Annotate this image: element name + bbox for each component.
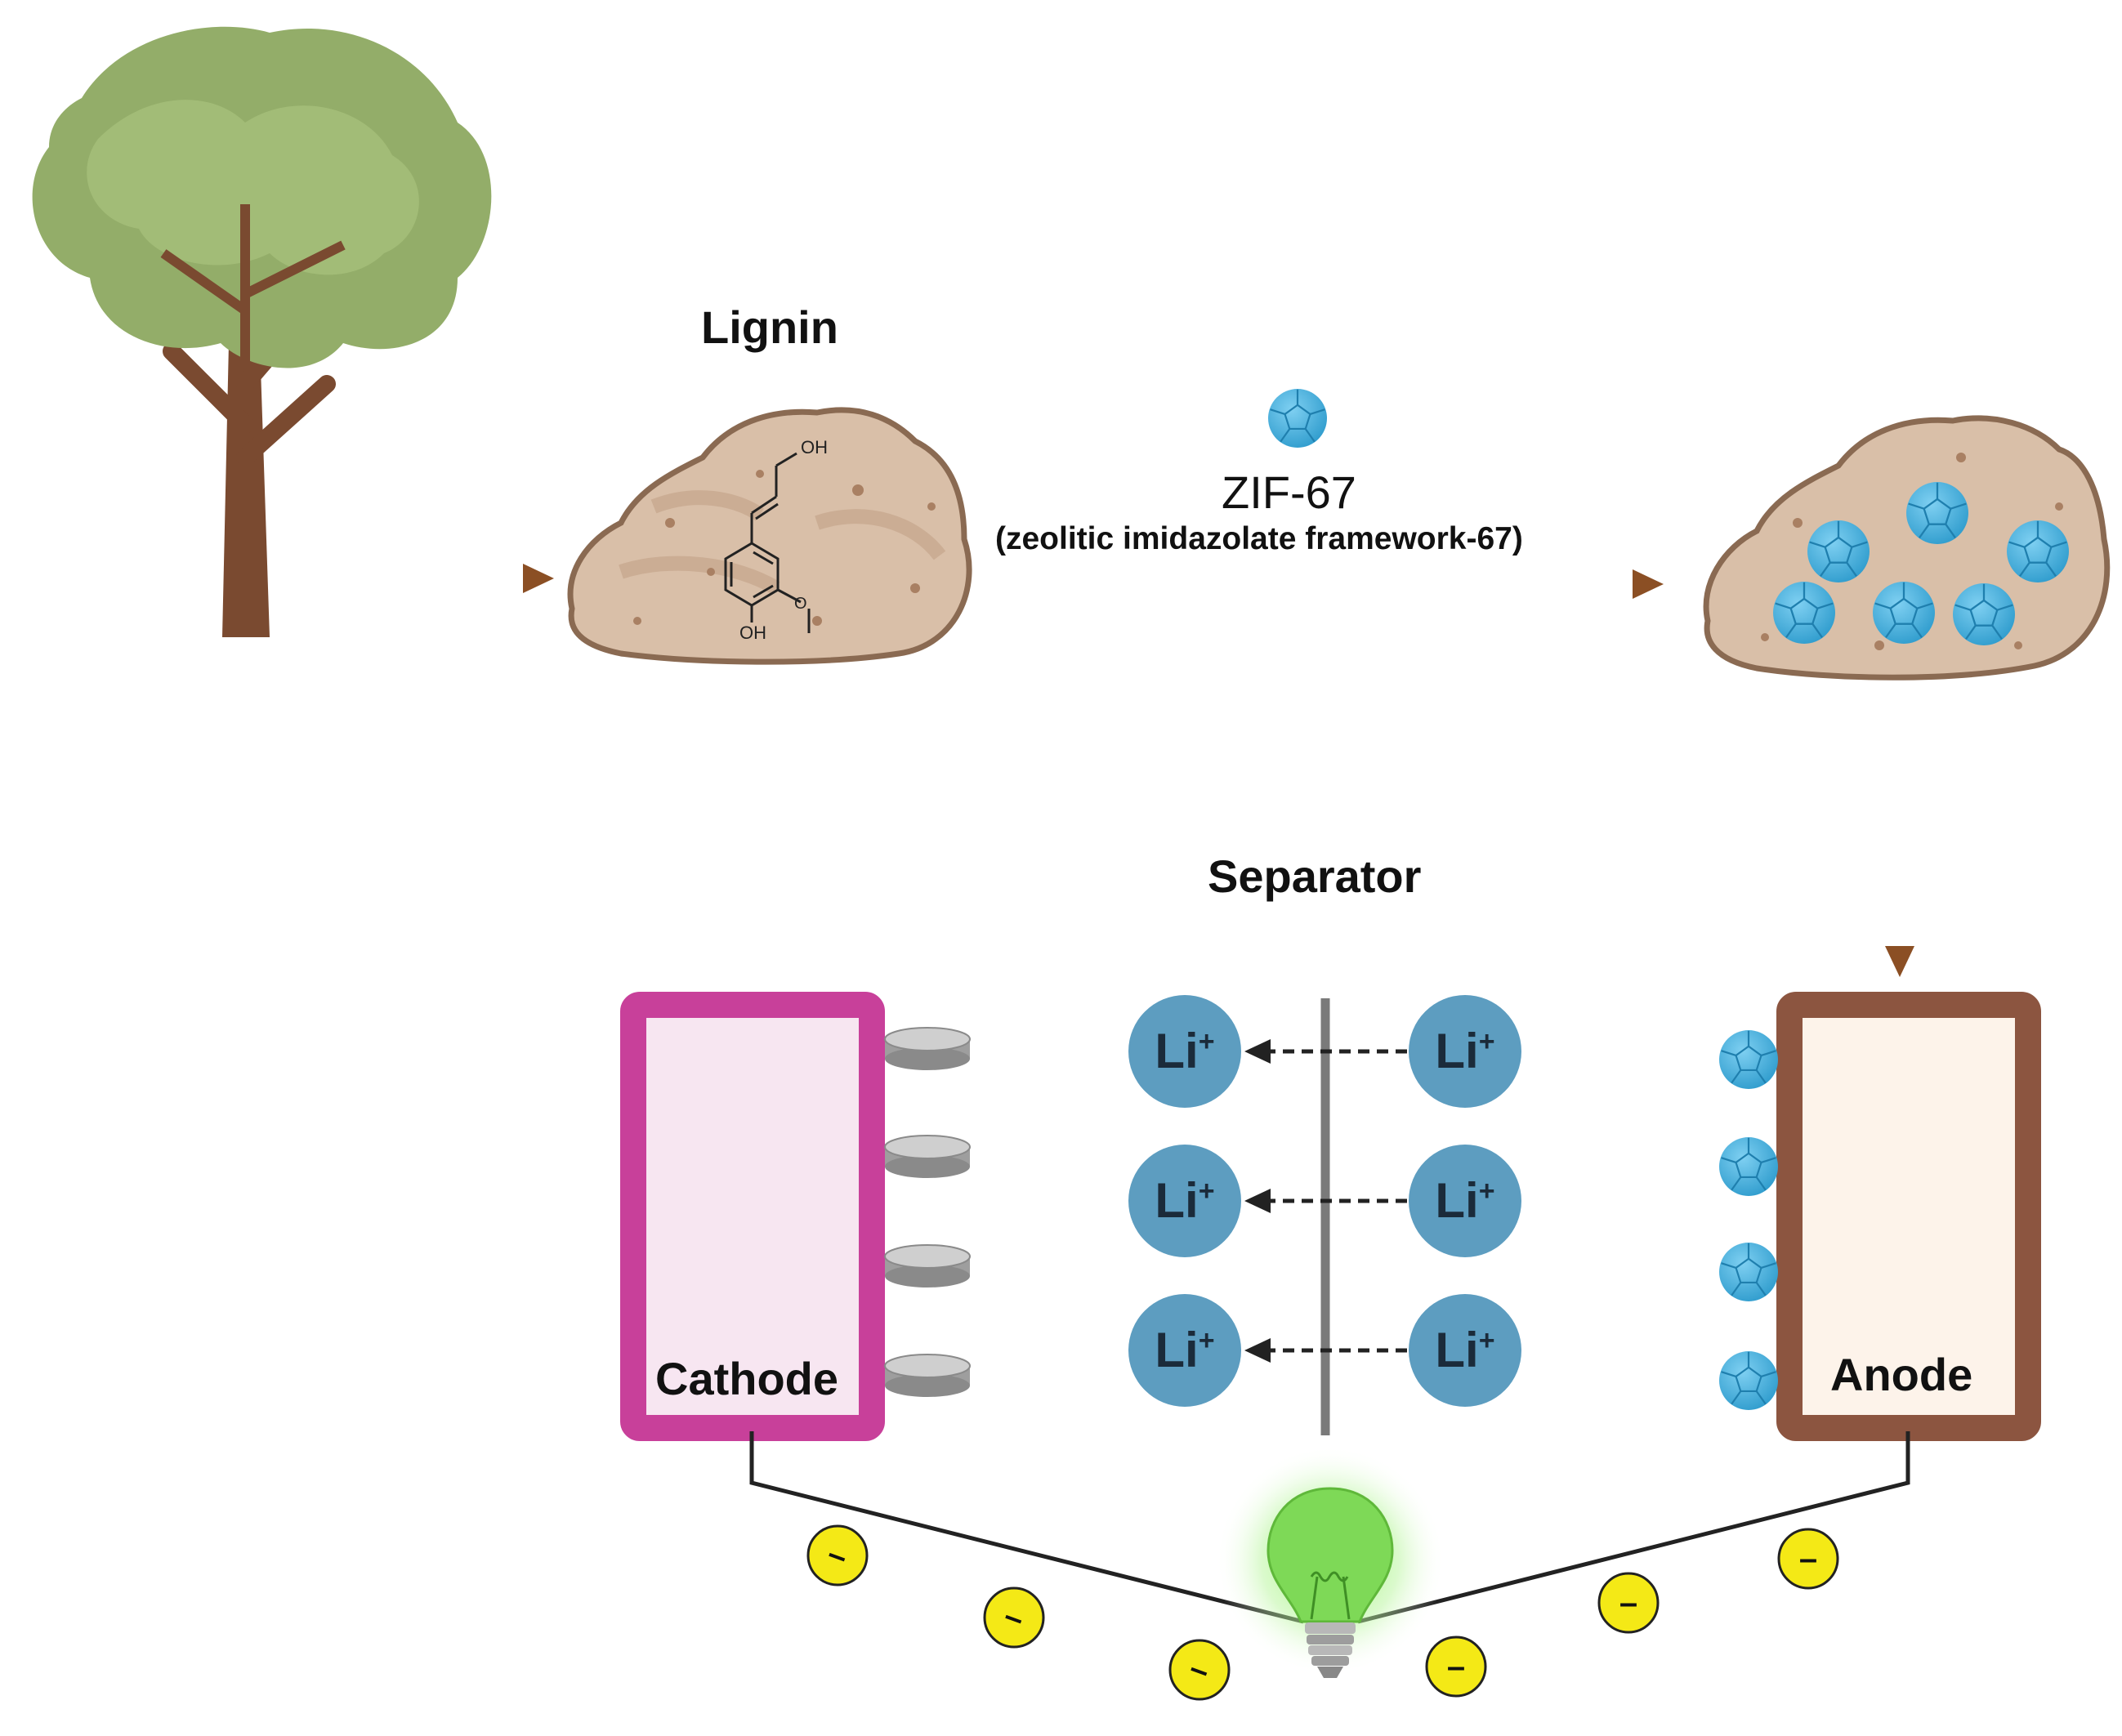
electrons — [806, 1524, 1839, 1701]
zif-67-icon — [1718, 1241, 1780, 1303]
zif-67-icon — [1951, 582, 2017, 647]
arrowhead — [1885, 946, 1914, 977]
cathode-wire — [749, 1431, 1304, 1624]
arrowhead — [1633, 569, 1664, 599]
lignin-label: Lignin — [701, 301, 838, 353]
li-ion-label: Li+ — [1155, 1024, 1215, 1078]
zif-67-icon — [1718, 1350, 1780, 1412]
anode-label: Anode — [1830, 1349, 1973, 1400]
zif-67-icon — [2005, 519, 2071, 584]
electron-label: – — [1619, 1585, 1638, 1621]
lignin-pile-icon: OH OH O — [567, 407, 972, 665]
oh-bottom-text: OH — [739, 623, 766, 643]
ion-flow-arrows — [1266, 1049, 1407, 1353]
electron-label: – — [1446, 1649, 1466, 1685]
zif-67-label: ZIF-67 — [1222, 466, 1356, 518]
arrowhead — [523, 564, 554, 593]
coniferyl-alcohol-structure — [724, 452, 811, 633]
cathode-label: Cathode — [655, 1353, 838, 1404]
li-ion-label: Li+ — [1435, 1173, 1495, 1228]
zif-67-icon — [1905, 480, 1970, 546]
separator-label: Separator — [1208, 850, 1422, 902]
electron-label: – — [1798, 1541, 1818, 1577]
li-ion-label: Li+ — [1435, 1323, 1495, 1377]
tree-icon — [32, 26, 492, 637]
zif-67-fullname-label: (zeolitic imidazolate framework-67) — [995, 521, 1523, 556]
li-ions — [1128, 995, 1521, 1407]
zif-67-icon — [1718, 1136, 1780, 1198]
zif-67-icon — [1266, 387, 1329, 449]
zif-67-icon — [1771, 580, 1837, 645]
svg-text:O: O — [794, 595, 807, 613]
anode-wire — [1357, 1431, 1910, 1624]
anode-electrode — [1776, 992, 2041, 1441]
li-ion-label: Li+ — [1435, 1024, 1495, 1078]
cathode-particles — [884, 1027, 971, 1397]
oh-top-text: OH — [801, 437, 828, 457]
zif-67-icon — [1718, 1029, 1780, 1091]
zif-67-icon — [1806, 519, 1871, 584]
li-ion-label: Li+ — [1155, 1173, 1215, 1228]
light-bulb-icon — [1216, 1446, 1445, 1678]
zif-67-icon — [1871, 580, 1937, 645]
cathode-electrode — [620, 992, 885, 1441]
li-ion-label: Li+ — [1155, 1323, 1215, 1377]
